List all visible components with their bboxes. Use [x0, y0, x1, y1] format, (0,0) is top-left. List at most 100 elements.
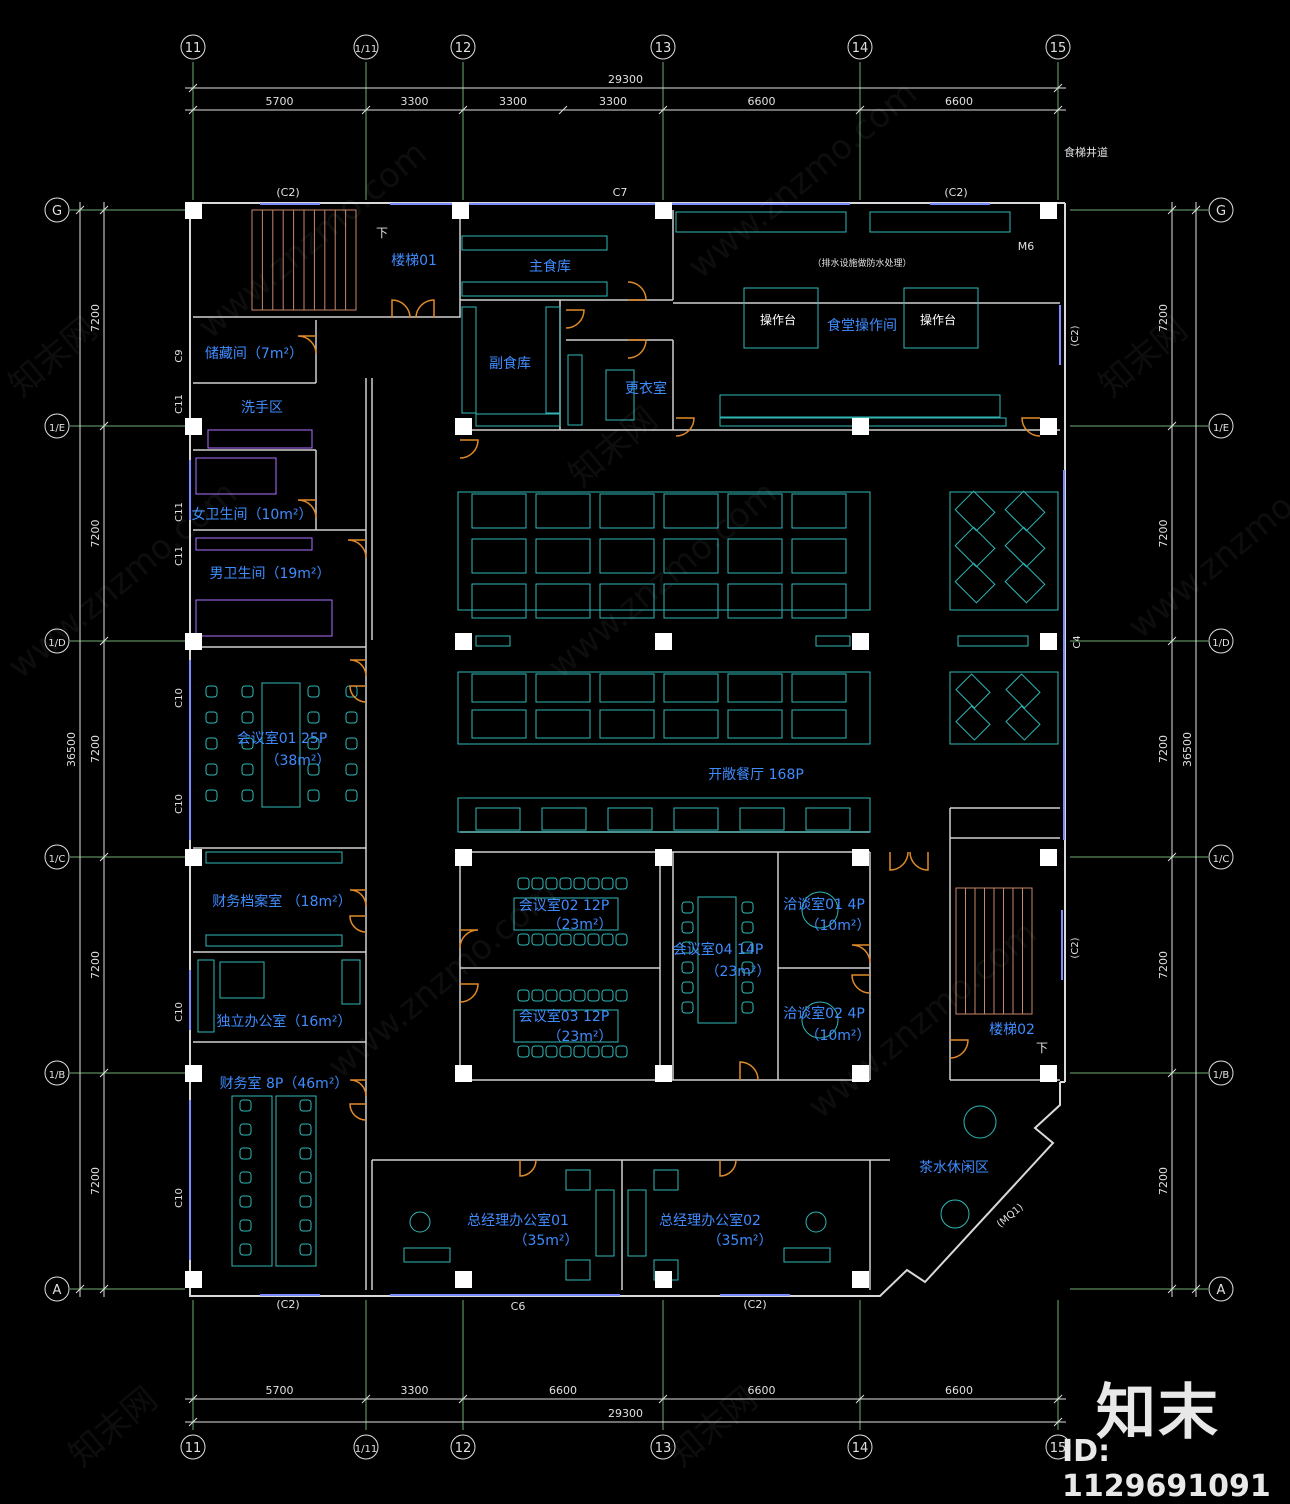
grid-bubble-col [847, 34, 873, 60]
round-table [1005, 705, 1041, 741]
chair [345, 711, 358, 724]
dim-right-tick [1167, 421, 1177, 431]
chair [681, 941, 694, 954]
booth-zone [457, 797, 871, 833]
label-meeting01-area: （38m²） [265, 753, 330, 769]
column [852, 1271, 869, 1288]
column [852, 633, 869, 650]
column [185, 633, 202, 650]
dim-top-tick [855, 105, 865, 115]
label-door-m6: M6 [1018, 240, 1035, 253]
grid-bubble-row [1208, 628, 1234, 654]
door-swings [297, 281, 1041, 1177]
dim-bottom-total-tick [1053, 1417, 1063, 1427]
label-window-c10-4: C10 [174, 1188, 185, 1208]
label-meeting03: 会议室03 12P [519, 1008, 610, 1025]
tea-table [940, 1199, 970, 1229]
column [655, 1271, 672, 1288]
chair [345, 737, 358, 750]
dining-table [599, 673, 655, 703]
dining-table [663, 583, 719, 619]
dining-table [535, 709, 591, 739]
chair [681, 901, 694, 914]
dim-right-value: 7200 [1157, 951, 1170, 979]
chair [587, 1045, 600, 1058]
dim-top-tick [458, 105, 468, 115]
dim-bottom-value: 5700 [266, 1384, 294, 1397]
booth-table [607, 807, 653, 831]
chair [559, 989, 572, 1002]
chair [345, 789, 358, 802]
chair [601, 933, 614, 946]
chair [299, 1243, 312, 1256]
round-table [954, 490, 996, 532]
dim-top-tick [558, 105, 568, 115]
dim-top-value: 6600 [945, 95, 973, 108]
dim-bottom-tick [1053, 1394, 1063, 1404]
dim-bottom-value: 6600 [549, 1384, 577, 1397]
dim-top-tick [658, 105, 668, 115]
column [655, 633, 672, 650]
chair [741, 941, 754, 954]
round-table-zone-1 [949, 491, 1059, 611]
dining-table [535, 673, 591, 703]
booth-table [805, 807, 851, 831]
chair [601, 877, 614, 890]
column [455, 849, 472, 866]
column [185, 1065, 202, 1082]
tea-table [963, 1105, 997, 1139]
dim-top-total-tick [188, 83, 198, 93]
dining-table [535, 583, 591, 619]
grid-bubble-col [847, 1434, 873, 1460]
washroom-fixtures [195, 429, 333, 637]
dining-table [791, 538, 847, 574]
label-window-c11-1: C11 [174, 394, 185, 414]
chair [615, 933, 628, 946]
label-sub-storage: 副食库 [489, 355, 531, 372]
grid-bubble-col [650, 34, 676, 60]
chair [531, 933, 544, 946]
column [455, 418, 472, 435]
dim-bottom-total-value: 29300 [608, 1407, 643, 1420]
chair [741, 901, 754, 914]
chair [239, 1123, 252, 1136]
label-women-wc: 女卫生间（10m²） [191, 506, 312, 523]
label-talk01: 洽谈室01 4P [783, 896, 865, 913]
grid-label-col: 1/11 [355, 1444, 377, 1455]
round-table [1004, 490, 1046, 532]
round-table [1004, 562, 1046, 604]
label-gm-office01-area: （35m²） [513, 1233, 578, 1249]
dining-table [727, 583, 783, 619]
grid-label-col: 11 [185, 1441, 202, 1456]
dim-left-tick [99, 636, 109, 646]
column [455, 1271, 472, 1288]
chair [681, 981, 694, 994]
dim-top-tick [188, 105, 198, 115]
round-table [955, 705, 991, 741]
label-gm-office01: 总经理办公室01 [467, 1212, 569, 1229]
dim-top-tick [361, 105, 371, 115]
dining-table [727, 493, 783, 529]
sofa [565, 1169, 591, 1191]
chair [573, 877, 586, 890]
label-window-c9: C9 [174, 349, 185, 362]
label-window-c2-top-right: (C2) [944, 186, 967, 199]
label-window-c7: C7 [613, 186, 628, 199]
chair [241, 763, 254, 776]
grid-bubble-row [44, 844, 70, 870]
chair [559, 933, 572, 946]
column [455, 1065, 472, 1082]
grid-label-row: A [1217, 1283, 1226, 1298]
grid-label-col: 13 [655, 41, 672, 56]
grid-label-row: 1/E [1213, 423, 1229, 434]
chair [299, 1147, 312, 1160]
chair [517, 877, 530, 890]
chair [517, 933, 530, 946]
chair [241, 711, 254, 724]
label-shaft: 食梯井道 [1064, 145, 1108, 159]
chair [299, 1171, 312, 1184]
interior-walls [193, 210, 1060, 1290]
grid-bubble-row [44, 413, 70, 439]
